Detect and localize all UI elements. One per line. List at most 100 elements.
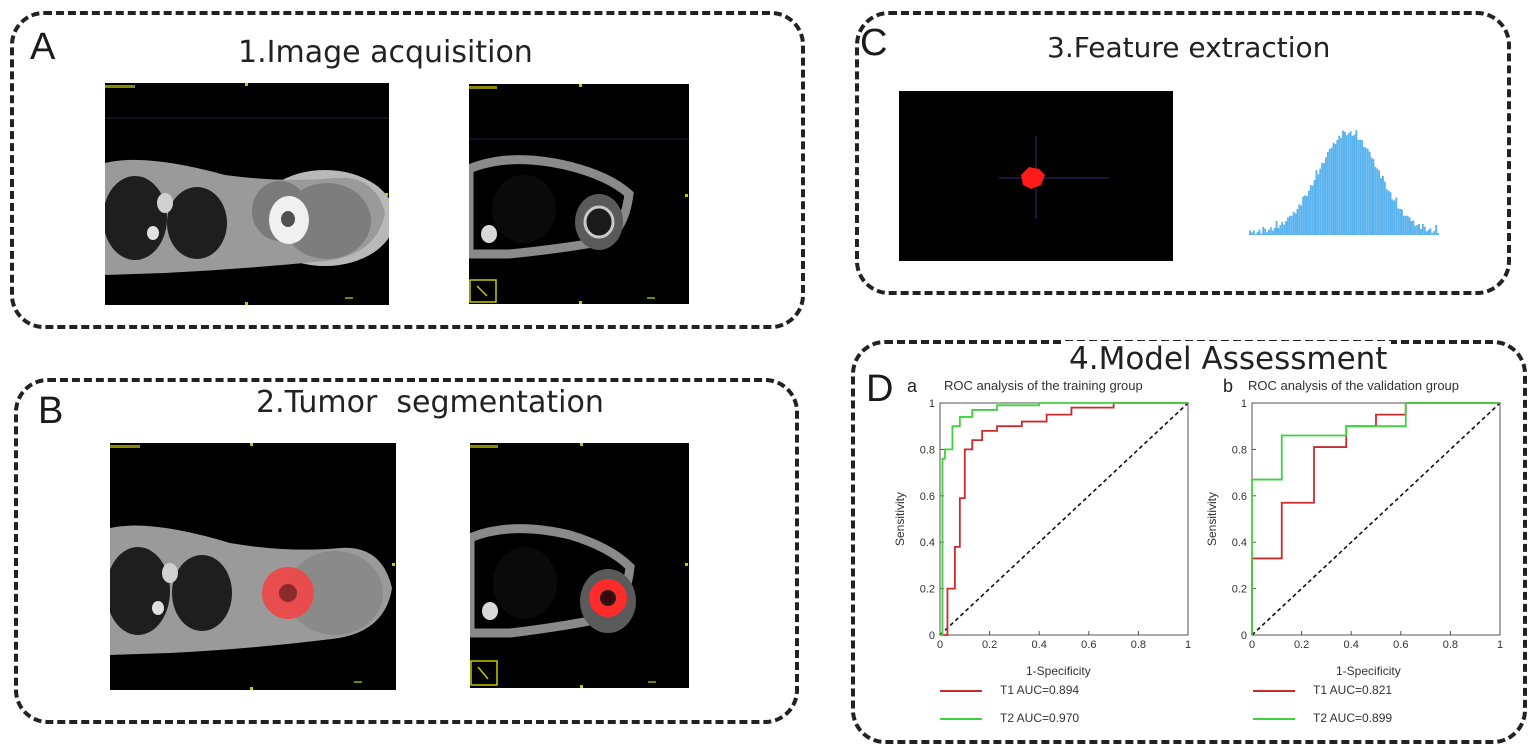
histogram-bar bbox=[1315, 170, 1318, 235]
histogram-bar bbox=[1254, 234, 1257, 235]
histogram-bar bbox=[1296, 208, 1299, 235]
y-tick-label: 0 bbox=[929, 630, 935, 642]
legend-line-t2-a bbox=[940, 718, 982, 720]
histogram-bar bbox=[1399, 208, 1401, 235]
histogram-bar bbox=[1317, 174, 1320, 235]
panel-image-acquisition bbox=[10, 11, 805, 329]
histogram-bar bbox=[1294, 213, 1297, 235]
histogram-bar bbox=[1281, 221, 1284, 235]
histogram-bar bbox=[1425, 231, 1428, 235]
histogram-bar bbox=[1387, 190, 1390, 235]
histogram-bar bbox=[1429, 228, 1432, 235]
y-tick-label: 0.4 bbox=[1232, 537, 1247, 549]
histogram-bar bbox=[1376, 168, 1379, 235]
histogram-bar bbox=[1306, 196, 1308, 235]
histogram-bar bbox=[1363, 146, 1365, 235]
chart-a-ylabel: Sensitivity bbox=[893, 491, 908, 547]
roc-curve-t2 bbox=[940, 402, 1188, 636]
histogram-bar bbox=[1410, 221, 1413, 235]
x-tick-label: 0.8 bbox=[1443, 639, 1458, 651]
histogram-bar bbox=[1353, 134, 1356, 235]
histogram-bar bbox=[1275, 221, 1278, 235]
histogram-bar bbox=[1416, 225, 1419, 235]
histogram-bar bbox=[1332, 142, 1335, 235]
panel-title-c: 3.Feature extraction bbox=[1047, 31, 1331, 64]
mri-t2-axial bbox=[469, 84, 689, 304]
histogram-bar bbox=[1287, 217, 1289, 235]
histogram-bar bbox=[1288, 215, 1291, 235]
histogram-bar bbox=[1408, 217, 1411, 235]
legend-line-t2-b bbox=[1253, 718, 1295, 720]
histogram-bar bbox=[1325, 157, 1327, 235]
x-tick-label: 0.8 bbox=[1131, 639, 1146, 651]
histogram-bar bbox=[1383, 181, 1386, 235]
legend-t2-b: T2 AUC=0.899 bbox=[1313, 711, 1393, 725]
histogram-bar bbox=[1349, 131, 1352, 235]
mri-t1-axial bbox=[105, 83, 389, 305]
histogram-bar bbox=[1249, 230, 1251, 235]
histogram-bar bbox=[1285, 221, 1287, 235]
y-tick-label: 0.6 bbox=[1232, 491, 1247, 503]
histogram-bar bbox=[1321, 162, 1324, 235]
panel-title-b: 2.Tumor segmentation bbox=[256, 385, 604, 420]
histogram-bar bbox=[1279, 225, 1282, 235]
chart-a-sublabel: a bbox=[907, 376, 918, 396]
panel-title-d: 4.Model Assessment bbox=[1065, 341, 1392, 377]
histogram-bar bbox=[1258, 229, 1261, 235]
histogram-bar bbox=[1271, 230, 1274, 235]
x-tick-label: 0 bbox=[937, 639, 943, 651]
histogram-bar bbox=[1378, 170, 1381, 235]
y-tick-label: 0.2 bbox=[920, 584, 935, 596]
histogram-bar bbox=[1427, 229, 1430, 235]
x-tick-label: 0 bbox=[1249, 639, 1255, 651]
x-tick-label: 0.6 bbox=[1393, 639, 1408, 651]
roi-mask-red bbox=[1021, 167, 1045, 189]
histogram-bar bbox=[1382, 175, 1384, 235]
histogram-bar bbox=[1311, 185, 1314, 235]
panel-title-a: 1.Image acquisition bbox=[238, 35, 533, 70]
histogram-bar bbox=[1340, 138, 1343, 235]
histogram-bar bbox=[1342, 130, 1344, 235]
y-tick-label: 1 bbox=[1241, 398, 1247, 410]
histogram-bar bbox=[1357, 139, 1360, 235]
histogram-bar bbox=[1372, 159, 1375, 235]
histogram-bar bbox=[1414, 225, 1417, 235]
x-tick-label: 1 bbox=[1185, 639, 1191, 651]
histogram-bar bbox=[1283, 224, 1286, 235]
legend-line-t1-b bbox=[1253, 690, 1295, 692]
y-tick-label: 0.8 bbox=[920, 444, 935, 456]
histogram-bar bbox=[1273, 227, 1276, 235]
histogram-bar bbox=[1313, 179, 1316, 235]
legend-t1-a: T1 AUC=0.894 bbox=[1000, 683, 1080, 697]
chance-diagonal bbox=[939, 402, 1189, 636]
y-tick-label: 0.6 bbox=[920, 491, 935, 503]
histogram-bar bbox=[1389, 192, 1392, 235]
histogram-bar bbox=[1264, 228, 1267, 235]
histogram-bar bbox=[1359, 139, 1362, 235]
histogram-bar bbox=[1266, 232, 1268, 235]
histogram-bar bbox=[1421, 223, 1424, 235]
legend-t2-a: T2 AUC=0.970 bbox=[1000, 711, 1080, 725]
panel-letter-d: D bbox=[866, 368, 894, 410]
histogram-bar bbox=[1412, 220, 1415, 235]
histogram-bar bbox=[1401, 209, 1403, 235]
histogram-bar bbox=[1347, 133, 1350, 235]
histogram-bar bbox=[1404, 215, 1407, 235]
histogram-bar bbox=[1361, 140, 1363, 235]
histogram-bar bbox=[1420, 229, 1422, 235]
histogram-bar bbox=[1366, 148, 1369, 235]
histogram-bar bbox=[1433, 231, 1436, 235]
x-tick-label: 0.2 bbox=[982, 639, 997, 651]
histogram-bar bbox=[1309, 185, 1312, 235]
histogram-bar bbox=[1391, 199, 1394, 235]
histogram-bar bbox=[1290, 215, 1293, 235]
mri-t2-segmented bbox=[470, 443, 689, 688]
histogram-bar bbox=[1393, 200, 1396, 235]
histogram-bar bbox=[1431, 232, 1434, 235]
histogram-bar bbox=[1374, 166, 1377, 235]
panel-feature-extraction bbox=[855, 11, 1511, 295]
histogram-bar bbox=[1277, 228, 1280, 235]
panel-tumor-segmentation bbox=[14, 378, 799, 724]
